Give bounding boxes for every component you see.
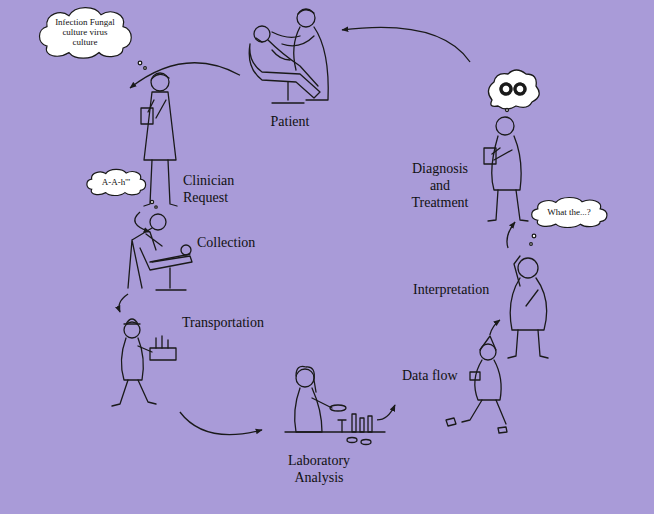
stage-label: Interpretation [413,281,489,298]
cycle-arrow [180,412,262,435]
cycle-arrow [130,63,240,88]
interpretation-figure [508,256,548,358]
cycle-arrow [507,222,515,248]
stage-label: Patient [240,113,340,130]
stage-node: Diagnosis and Treatment [400,62,555,222]
stage-label: Collection [197,234,255,251]
transport-figure [112,319,176,406]
dataflow-figure [446,336,507,433]
diagnosis-figure [484,117,528,221]
cycle-arrow [377,405,395,420]
thought-dot [532,234,536,238]
thought-dot [138,61,142,65]
thought-dot [155,206,157,208]
gear-icon [501,84,511,94]
cycle-arrow [119,294,128,312]
cycle-arrow [490,320,500,335]
stage-label: Transportation [182,314,264,331]
stage-node: Laboratory Analysis [262,358,377,493]
stage-node: Clinician Request [130,62,241,212]
thought-bubble: What the...? [528,196,610,228]
stage-node: Interpretation [408,248,558,320]
stage-label: Clinician Request [183,172,239,206]
thought-dot [150,200,153,203]
stage-label: Diagnosis and Treatment [403,160,477,211]
stage-node: Data flow [395,335,515,435]
gear-cloud [488,70,539,109]
stage-node: Collection [118,232,268,294]
thought-bubble: A-A-h''' [84,168,148,196]
thought-text: What the...? [547,207,590,217]
stage-label: Laboratory Analysis [269,452,369,486]
thought-bubble: Infection Fungal culture virus culture [35,5,135,59]
patient-figure [249,9,328,103]
stage-node: Patient [240,5,342,140]
laboratory-figure [285,366,385,444]
thought-dot [144,67,147,70]
cycle-arrow [342,27,470,62]
gear-icon [515,84,525,94]
clinician-figure [141,73,177,206]
cycle-arrow [135,212,150,232]
stage-node: Transportation [100,312,280,412]
thought-text: Infection Fungal culture virus culture [54,17,116,47]
thought-text: A-A-h''' [102,177,130,187]
thought-dot [506,109,509,112]
stage-label: Data flow [402,367,458,384]
thought-dot [530,243,533,246]
